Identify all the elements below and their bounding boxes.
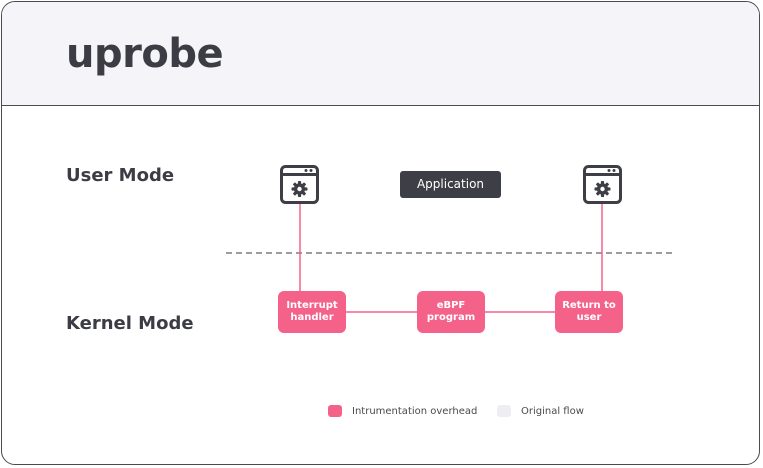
ebpf-program-line2: program [426,312,476,323]
legend-original-flow: Original flow [497,403,584,419]
left-app-window-gear-icon [280,165,319,204]
ebpf-program-line1: eBPF [436,300,466,311]
return-to-user-line2: user [576,312,602,323]
legend-overhead-label: Intrumentation overhead [352,405,478,417]
ebpf-program-box: eBPF program [417,291,485,333]
right-app-window-gear-icon [583,165,622,204]
legend-original-label: Original flow [521,405,584,417]
user-mode-label: User Mode [66,165,175,186]
interrupt-handler-line2: handler [290,312,334,323]
application-badge: Application [400,171,501,198]
legend-overhead-swatch [328,405,342,417]
legend-instrumentation-overhead: Intrumentation overhead [328,403,477,419]
return-to-user-line1: Return to [562,300,616,311]
page-title: uprobe [66,31,224,77]
return-to-user-box: Return to user [555,291,623,333]
interrupt-handler-box: Interrupt handler [278,291,346,333]
legend-original-swatch [497,405,511,417]
header: uprobe [2,2,759,106]
interrupt-handler-line1: Interrupt [286,300,338,311]
kernel-mode-label: Kernel Mode [66,313,194,334]
